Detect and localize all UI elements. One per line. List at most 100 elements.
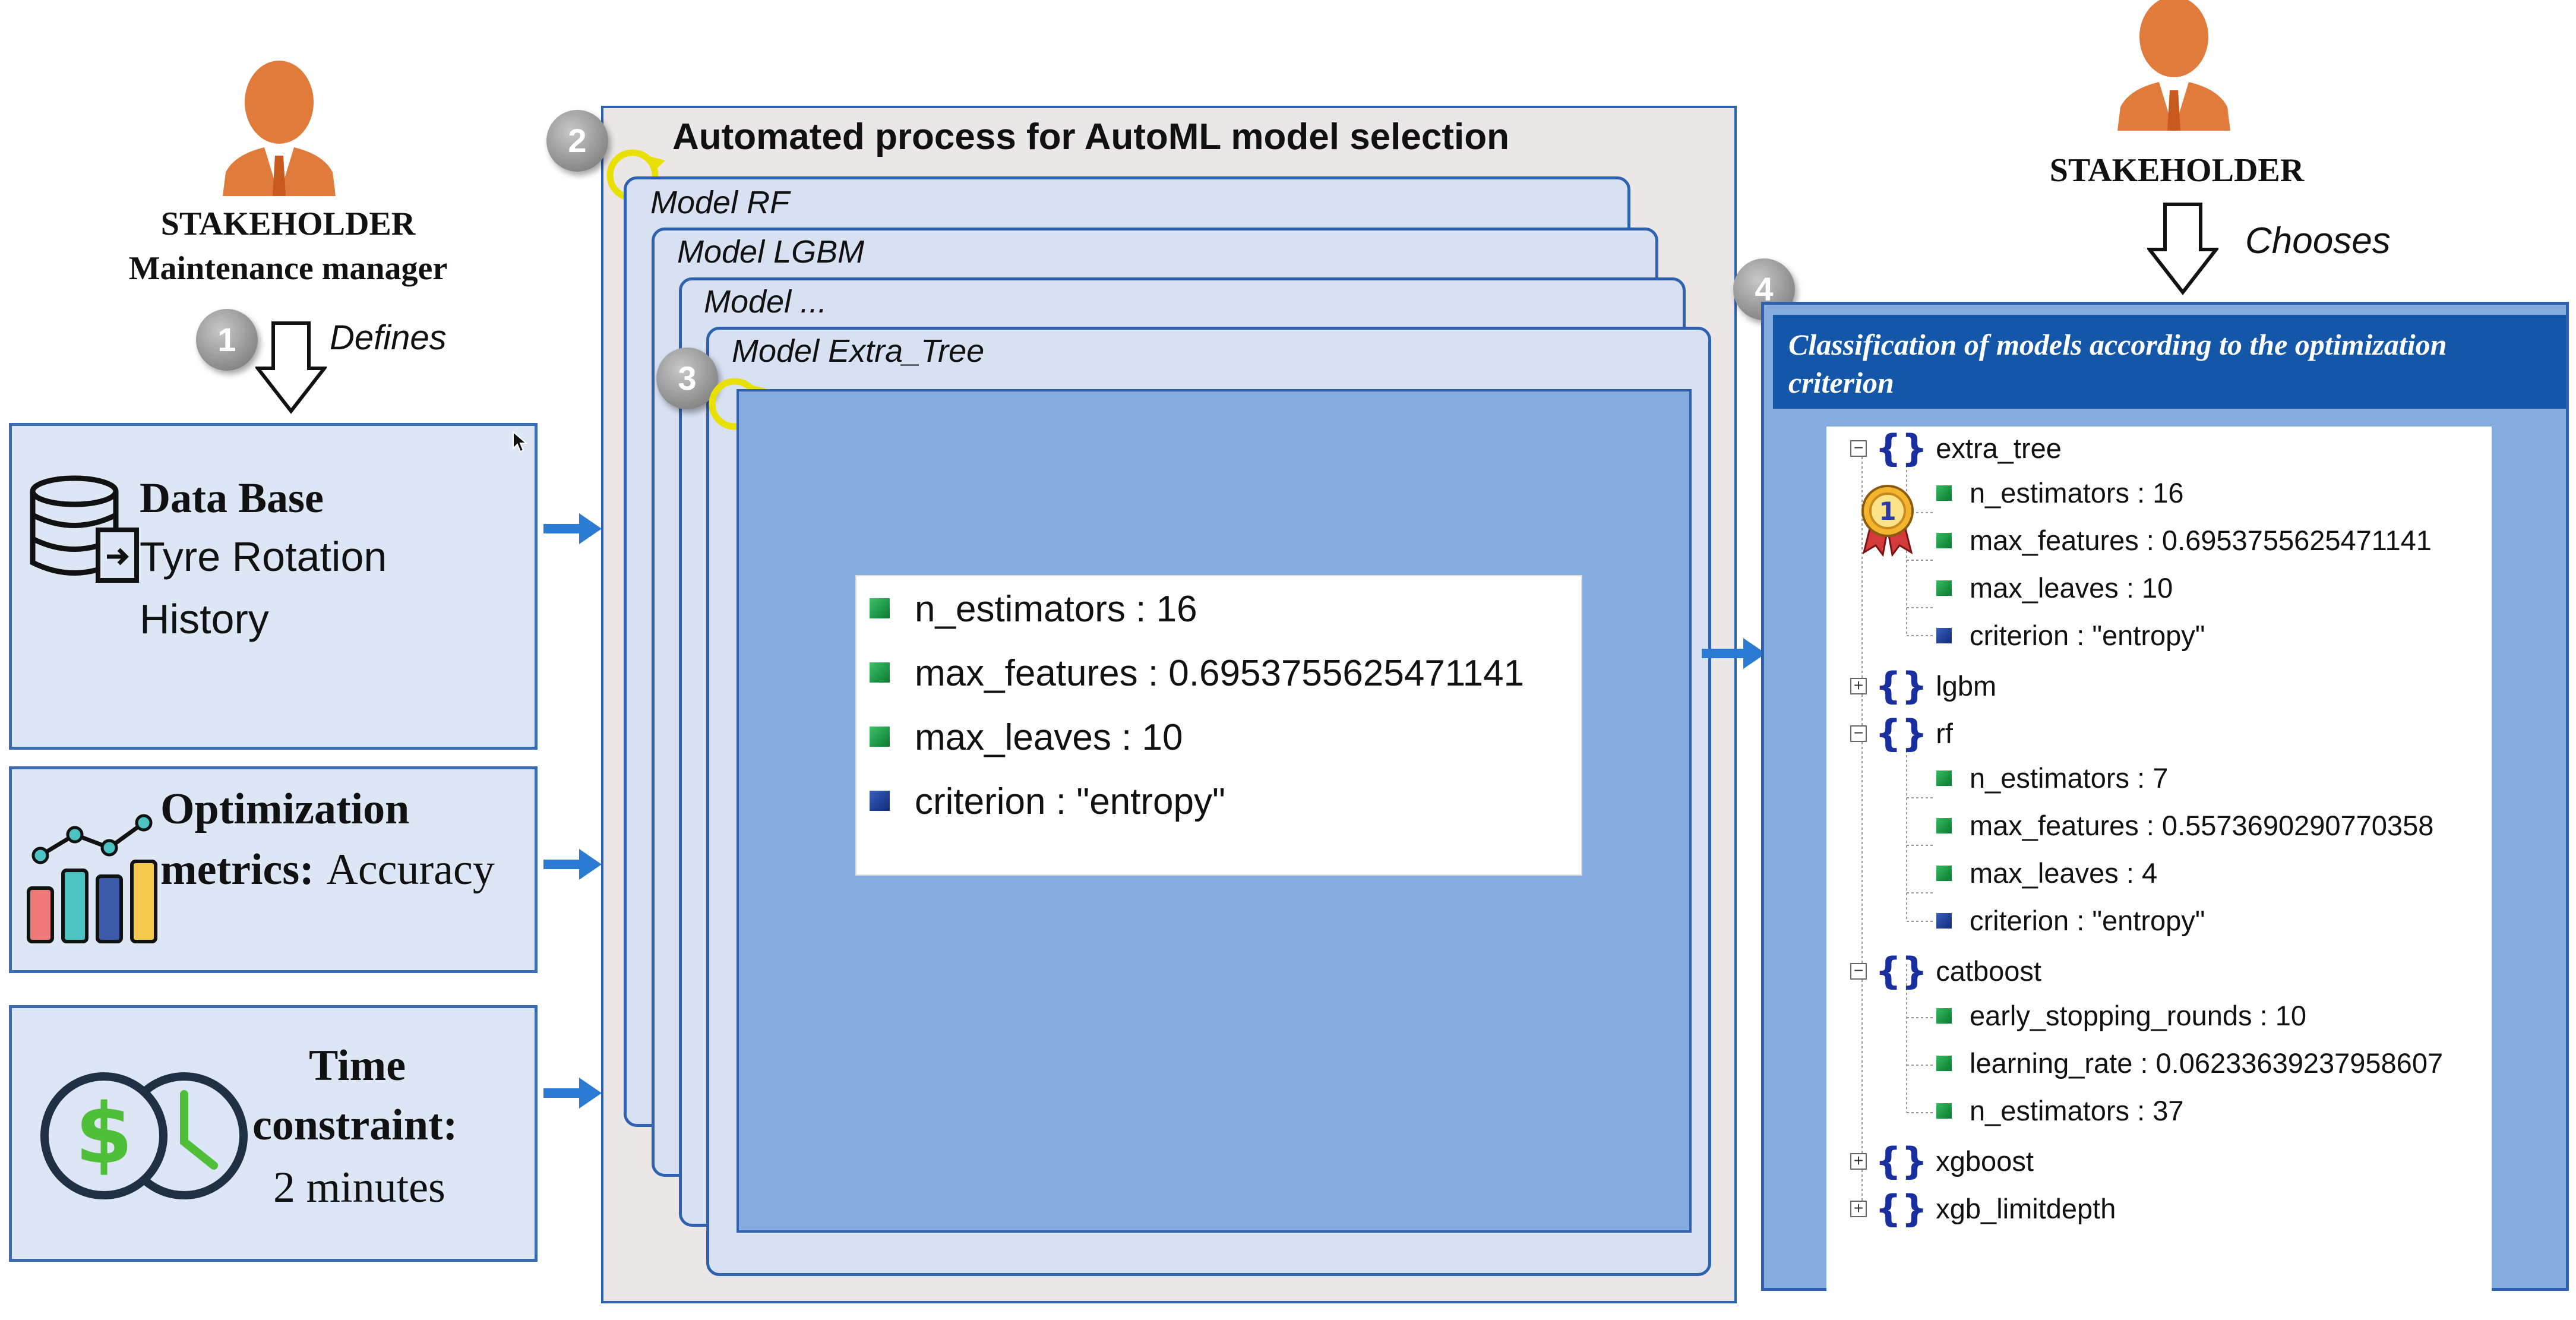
svg-text:$: $ [75,1086,132,1183]
tree-leaf: max_leaves : 4 [1936,857,2157,889]
param-row: max_features : 0.6953755625471141 [870,652,1524,694]
arrow-right-icon [1702,638,1766,669]
result-header-text: Classification of models according to th… [1788,328,2447,399]
node-name: rf [1936,717,1953,749]
leaf-icon [1936,627,1952,643]
tree-leaf: n_estimators : 37 [1936,1094,2184,1127]
stakeholder-right-action: Chooses [2245,220,2391,261]
metrics-value: Accuracy [326,845,495,894]
leaf-icon [1936,912,1952,929]
time-value: 2 minutes [273,1163,445,1212]
param-text: max_features : 0.6953755625471141 [915,653,1525,694]
model-label-rf: Model RF [650,185,790,220]
database-title: Data Base [140,474,324,522]
medal-icon: 1 [1861,485,1914,557]
collapse-icon[interactable]: − [1850,439,1867,457]
metrics-panel: Optimization metrics: Accuracy [9,766,538,973]
object-icon: {} [1875,712,1928,755]
leaf-icon [870,662,890,683]
collapse-icon[interactable]: − [1850,724,1867,742]
expand-icon[interactable]: + [1850,1152,1867,1170]
database-panel: Data Base Tyre Rotation History [9,423,538,750]
leaf-icon [1936,532,1952,548]
down-arrow-icon [255,321,327,414]
tree-node-rf[interactable]: −{}rf [1850,712,1953,757]
result-header: Classification of models according to th… [1773,315,2566,409]
money-clock-icon: $ [40,1072,248,1199]
medal-rank: 1 [1879,497,1896,526]
tree-node-lgbm[interactable]: + {}lgbm [1850,664,1997,710]
step-1-action: Defines [330,318,447,357]
leaf-icon [1936,1055,1952,1071]
tree-leaf: early_stopping_rounds : 10 [1936,999,2306,1032]
process-title: Automated process for AutoML model selec… [672,116,1509,157]
tree-leaf: max_features : 0.5573690290770358 [1936,809,2433,842]
expand-icon[interactable]: + [1850,1199,1867,1217]
leaf-text: max_features : 0.6953755625471141 [1970,525,2432,556]
tree-leaf: criterion : "entropy" [1936,619,2205,652]
object-icon: {} [1875,949,1928,993]
leaf-text: early_stopping_rounds : 10 [1970,1000,2307,1031]
object-icon: {} [1875,1187,1928,1230]
down-arrow-icon [2147,203,2218,295]
leaf-icon [870,726,890,747]
node-name: xgboost [1936,1145,2034,1177]
object-icon: {} [1875,1139,1928,1183]
leaf-text: max_leaves : 10 [1970,572,2173,604]
arrow-right-icon [543,849,602,880]
leaf-text: learning_rate : 0.06233639237958607 [1970,1047,2444,1079]
cursor-icon [513,431,528,453]
tree-node-catboost[interactable]: −{}catboost [1850,949,2041,995]
metrics-title2: metrics: [160,845,314,894]
model-label-other: Model ... [704,284,827,320]
leaf-text: max_features : 0.5573690290770358 [1970,810,2434,841]
leaf-text: max_leaves : 4 [1970,857,2158,889]
tree-node-xgb-limitdepth[interactable]: + {}xgb_limitdepth [1850,1187,2116,1233]
param-row: max_leaves : 10 [870,716,1183,759]
database-line2: History [140,596,269,642]
collapse-icon[interactable]: − [1850,962,1867,980]
leaf-icon [870,598,890,618]
object-icon: {} [1875,427,1928,470]
stakeholder-right-icon [2106,0,2242,131]
tree-leaf: n_estimators : 7 [1936,762,2168,794]
stakeholder-left-subtitle: Maintenance manager [128,250,448,287]
leaf-text: n_estimators : 7 [1970,762,2169,794]
param-row: n_estimators : 16 [870,588,1197,630]
leaf-icon [1936,485,1952,501]
database-icon [30,475,139,583]
leaf-icon [1936,817,1952,833]
tree-node-extra-tree[interactable]: −{}extra_tree [1850,427,2062,472]
leaf-text: criterion : "entropy" [1970,620,2205,651]
leaf-icon [1936,1103,1952,1119]
step-1-badge: 1 [196,309,258,371]
leaf-text: n_estimators : 37 [1970,1095,2184,1126]
time-title1: Time [309,1041,406,1090]
leaf-icon [870,790,890,811]
param-text: n_estimators : 16 [915,589,1197,630]
node-name: xgb_limitdepth [1936,1192,2116,1224]
metrics-title1: Optimization [160,785,410,833]
node-name: catboost [1936,955,2041,987]
expand-icon[interactable]: + [1850,677,1867,694]
tree-leaf: learning_rate : 0.06233639237958607 [1936,1047,2443,1079]
node-name: extra_tree [1936,432,2062,464]
leaf-icon [1936,580,1952,596]
stakeholder-left-title: STAKEHOLDER [160,206,416,242]
node-name: lgbm [1936,670,1997,702]
tree-node-xgboost[interactable]: + {}xgboost [1850,1139,2034,1185]
param-box: n_estimators : 16 max_features : 0.69537… [855,575,1582,876]
leaf-text: n_estimators : 16 [1970,477,2184,509]
arrow-right-icon [543,1078,602,1109]
tree-leaf: max_features : 0.6953755625471141 [1936,524,2432,557]
model-label-extra-tree: Model Extra_Tree [732,333,985,369]
object-icon: {} [1875,664,1928,708]
bar-chart-icon [27,814,157,943]
leaf-icon [1936,770,1952,786]
leaf-icon [1936,865,1952,881]
tree-leaf: n_estimators : 16 [1936,476,2184,509]
database-line1: Tyre Rotation [140,533,387,580]
leaf-icon [1936,1008,1952,1024]
time-title2: constraint: [252,1101,458,1150]
param-row: criterion : "entropy" [870,781,1225,823]
